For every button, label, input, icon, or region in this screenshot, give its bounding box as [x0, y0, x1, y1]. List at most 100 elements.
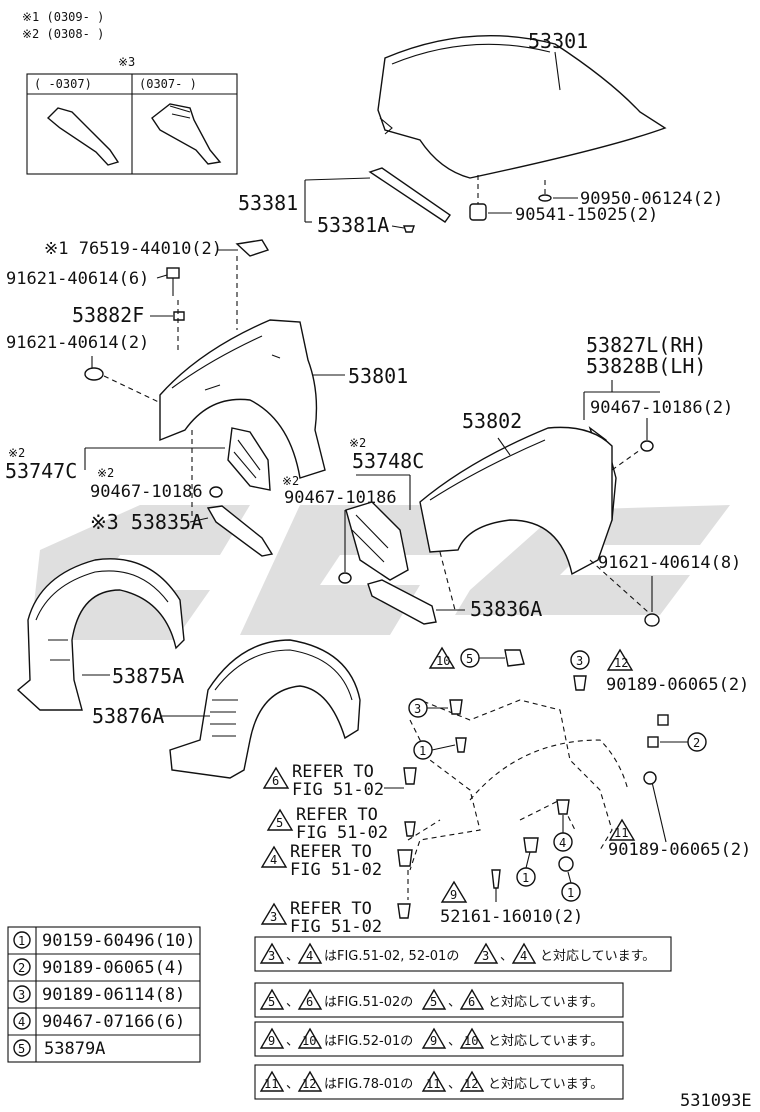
- svg-text:、: 、: [500, 949, 513, 964]
- legend-table: 1 90159-60496(10) 2 90189-06065(4) 3 901…: [7, 926, 201, 1063]
- svg-text:10: 10: [302, 1034, 316, 1048]
- note-2: ※2 (0308- ): [22, 27, 104, 41]
- hood-fasteners: [469, 175, 578, 221]
- svg-text:6: 6: [306, 995, 313, 1009]
- svg-text:、: 、: [448, 1034, 461, 1049]
- label-53836a: 53836A: [470, 597, 542, 621]
- mark-2-b: ※2: [97, 466, 114, 480]
- label-53827l: 53827L(RH): [586, 333, 706, 357]
- svg-text:はFIG.51-02, 52-01の: はFIG.51-02, 52-01の: [324, 949, 459, 964]
- svg-text:はFIG.52-01の: はFIG.52-01の: [324, 1034, 413, 1049]
- bracket-53747c: [227, 427, 271, 491]
- svg-text:FIG 51-02: FIG 51-02: [290, 860, 382, 880]
- legend-num-1: 1: [18, 934, 25, 948]
- cross-ref-4: 11 、 12 はFIG.78-01の 11 、 12 と対応しています。: [254, 1064, 624, 1100]
- svg-text:FIG 51-02: FIG 51-02: [292, 780, 384, 800]
- variant-col-1: ( -0307): [34, 77, 92, 91]
- clip-52161: [491, 869, 501, 889]
- svg-text:9: 9: [450, 888, 457, 902]
- label-91621-a: 91621-40614(6): [6, 269, 149, 289]
- figure-code: 531093E: [680, 1091, 752, 1111]
- lower-assembly: [407, 699, 629, 900]
- label-53301: 53301: [528, 29, 588, 53]
- label-90189-b: 90189-06065(2): [608, 840, 751, 860]
- label-53828b: 53828B(LH): [586, 354, 706, 378]
- liner-53875a: [16, 558, 185, 711]
- svg-text:と対応しています。: と対応しています。: [488, 995, 603, 1010]
- svg-text:5: 5: [430, 995, 437, 1009]
- label-91621-b: 91621-40614(2): [6, 333, 149, 353]
- label-90467-a: 90467-10186(2): [590, 398, 733, 418]
- svg-text:12: 12: [464, 1077, 478, 1091]
- fender-53801: [159, 256, 345, 520]
- hood-53301: [377, 34, 667, 179]
- label-91621-c: 91621-40614(8): [598, 553, 741, 573]
- svg-text:3: 3: [270, 910, 277, 924]
- callout-circle-3-b: 3: [408, 698, 463, 718]
- label-90189-a: 90189-06065(2): [606, 675, 749, 695]
- mark-2-c: ※2: [349, 436, 366, 450]
- label-53747c: 53747C: [5, 459, 77, 483]
- svg-text:3: 3: [576, 654, 583, 668]
- svg-text:3: 3: [268, 949, 275, 963]
- callout-circle-2: 2: [647, 732, 707, 752]
- label-90467-b: 90467-10186: [90, 482, 203, 502]
- legend-num-4: 4: [18, 1015, 25, 1029]
- svg-text:、: 、: [286, 949, 299, 964]
- label-90950: 90950-06124(2): [580, 189, 723, 209]
- liner-53876a: [160, 639, 361, 779]
- svg-text:5: 5: [268, 995, 275, 1009]
- label-90541: 90541-15025(2): [515, 205, 658, 225]
- variant-col-2: (0307- ): [139, 77, 197, 91]
- callout-circle-1-b: 1: [516, 837, 539, 887]
- svg-text:11: 11: [264, 1077, 278, 1091]
- svg-text:はFIG.51-02の: はFIG.51-02の: [324, 995, 413, 1010]
- legend-part-5: 53879A: [44, 1039, 105, 1059]
- svg-text:、: 、: [286, 1077, 299, 1092]
- label-52161: 52161-16010(2): [440, 907, 583, 927]
- legend-part-1: 90159-60496(10): [42, 931, 196, 951]
- svg-text:6: 6: [468, 995, 475, 1009]
- label-53381a: 53381A: [317, 213, 389, 237]
- legend-part-4: 90467-07166(6): [42, 1012, 185, 1032]
- svg-text:4: 4: [270, 853, 277, 867]
- mark-2-a: ※2: [8, 446, 25, 460]
- svg-text:REFER TO: REFER TO: [292, 762, 374, 782]
- label-53876a: 53876A: [92, 704, 164, 728]
- svg-text:、: 、: [286, 995, 299, 1010]
- callout-circle-5: 5: [460, 648, 525, 668]
- svg-text:9: 9: [268, 1034, 275, 1048]
- svg-text:12: 12: [302, 1077, 316, 1091]
- svg-text:4: 4: [520, 949, 527, 963]
- svg-text:1: 1: [419, 744, 426, 758]
- legend-num-3: 3: [18, 988, 25, 1002]
- refer-block-4: 4 REFER TO FIG 51-02: [260, 842, 413, 880]
- svg-text:REFER TO: REFER TO: [296, 805, 378, 825]
- svg-text:、: 、: [448, 1077, 461, 1092]
- svg-text:5: 5: [276, 816, 283, 830]
- svg-text:11: 11: [614, 826, 628, 840]
- fender-53802: [419, 426, 649, 613]
- seal-53381: [304, 167, 451, 233]
- svg-text:FIG 51-02: FIG 51-02: [296, 823, 388, 843]
- cross-ref-2: 5 、 6 はFIG.51-02の 5 、 6 と対応しています。: [254, 982, 624, 1018]
- callout-circle-1-a: 1: [413, 737, 467, 760]
- clip-90189-b: [643, 771, 657, 785]
- clip-90189-a: [657, 714, 669, 726]
- bolt-91621-a: [156, 267, 180, 296]
- label-53802: 53802: [462, 409, 522, 433]
- svg-text:と対応しています。: と対応しています。: [488, 1034, 603, 1049]
- legend-part-3: 90189-06114(8): [42, 985, 185, 1005]
- label-90467-c: 90467-10186: [284, 488, 397, 508]
- svg-text:11: 11: [426, 1077, 440, 1091]
- label-53882f: 53882F: [72, 303, 144, 327]
- svg-text:と対応しています。: と対応しています。: [488, 1077, 603, 1092]
- label-53875a: 53875A: [112, 664, 184, 688]
- bracket-53836a: [367, 579, 465, 625]
- callout-tri-9: 9: [440, 880, 468, 903]
- label-53835a: ※3 53835A: [90, 510, 203, 534]
- callout-tri-12: 12: [606, 648, 634, 671]
- svg-text:FIG 51-02: FIG 51-02: [290, 917, 382, 937]
- clip-90467-a: [640, 440, 654, 452]
